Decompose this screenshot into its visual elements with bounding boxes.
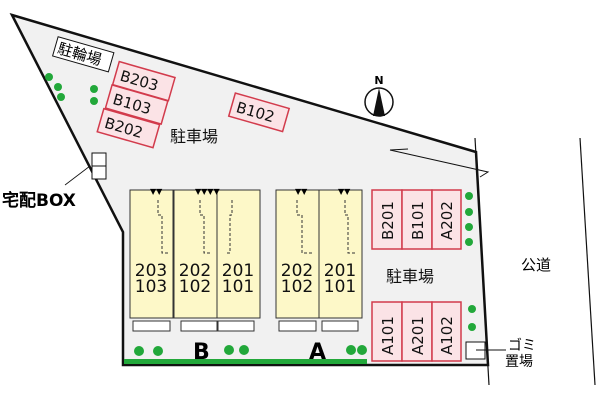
parking-east-top: B201 B101 A202 bbox=[371, 189, 462, 250]
north-label: N bbox=[374, 74, 383, 87]
parking-east-bottom: A101 A201 A102 bbox=[371, 301, 462, 362]
unit-number: 201 bbox=[324, 261, 356, 281]
unit-number: 201 bbox=[222, 261, 254, 281]
parking-label: A101 bbox=[379, 316, 397, 355]
delivery-box-label: 宅配BOX bbox=[2, 190, 76, 211]
hedge bbox=[124, 359, 367, 364]
trees bbox=[45, 73, 476, 356]
svg-text:▼▼: ▼▼ bbox=[295, 187, 308, 196]
svg-text:▼▼: ▼▼ bbox=[338, 187, 351, 196]
garbage-label: ゴミ bbox=[508, 337, 536, 354]
svg-text:▼▼: ▼▼ bbox=[150, 187, 163, 196]
building-a: ▼▼ ▼▼ 202 102 201 101 bbox=[275, 187, 363, 332]
parking-label: B101 bbox=[409, 201, 427, 240]
parking-space bbox=[96, 107, 161, 149]
svg-text:▼▼▼▼: ▼▼▼▼ bbox=[195, 187, 220, 196]
north-compass-icon: N bbox=[364, 74, 394, 117]
parking-label: A202 bbox=[438, 201, 456, 240]
building-a-label: A bbox=[309, 340, 326, 365]
unit-number: 102 bbox=[281, 277, 313, 297]
unit-number: 203 bbox=[135, 261, 167, 281]
unit-number: 101 bbox=[324, 277, 356, 297]
garbage-label: 置場 bbox=[505, 354, 533, 370]
parking-label: A102 bbox=[438, 316, 456, 355]
entrance-arrow-icon bbox=[389, 149, 490, 178]
delivery-box[interactable] bbox=[64, 152, 107, 186]
unit-number: 101 bbox=[222, 277, 254, 297]
unit-number: 103 bbox=[135, 277, 167, 297]
parking-space bbox=[104, 84, 169, 125]
building-b-label: B bbox=[193, 340, 210, 365]
building-b: ▼▼▼▼▼▼ 203 103 202 102 201 101 bbox=[129, 187, 261, 332]
parking-area-label: 駐車場 bbox=[386, 267, 434, 286]
road-edge-right bbox=[579, 137, 596, 386]
unit-number: 202 bbox=[281, 261, 313, 281]
parking-label: A201 bbox=[409, 316, 427, 355]
parking-space bbox=[227, 92, 291, 133]
parking-area-label: 駐車場 bbox=[170, 127, 218, 146]
unit-number: 202 bbox=[179, 261, 211, 281]
unit-number: 102 bbox=[179, 277, 211, 297]
public-road-label: 公道 bbox=[521, 256, 551, 274]
parking-label: B201 bbox=[379, 201, 397, 240]
